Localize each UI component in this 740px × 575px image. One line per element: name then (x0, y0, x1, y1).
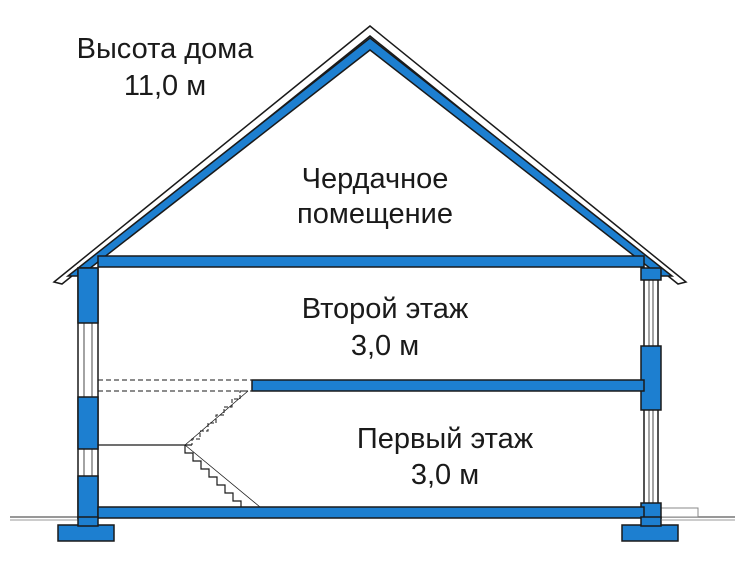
attic-label-line1: Чердачное (301, 163, 449, 195)
stair-opening-dashed (98, 379, 252, 392)
left-wall (77, 267, 99, 519)
ground-floor-slab (97, 506, 645, 519)
second-floor-height: 3,0 м (350, 330, 420, 362)
house-height-value: 11,0 м (123, 70, 207, 102)
first-floor-title: Первый этаж (356, 423, 534, 455)
right-wall (640, 267, 662, 519)
first-floor-height: 3,0 м (410, 459, 480, 491)
right-foundation (621, 524, 679, 542)
house-height-title: Высота дома (76, 33, 254, 65)
second-floor-title: Второй этаж (301, 293, 469, 325)
staircase (98, 390, 262, 508)
left-foundation-stem (77, 516, 99, 527)
left-foundation (57, 524, 115, 542)
attic-label-line2: помещение (297, 198, 453, 230)
second-floor-slab (251, 379, 645, 392)
attic-floor-slab (97, 255, 645, 268)
right-foundation-stem (640, 516, 662, 527)
